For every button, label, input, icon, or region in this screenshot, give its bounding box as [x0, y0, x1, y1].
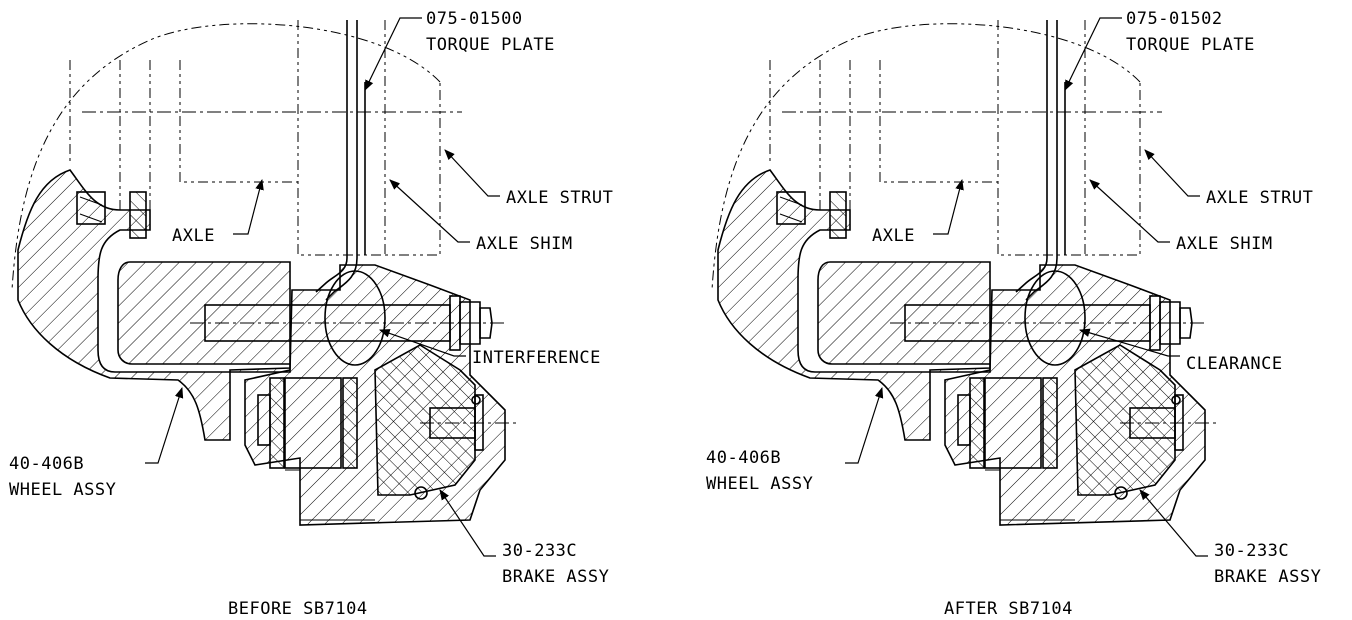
brake-part-label: 30-233C [502, 541, 577, 561]
wheel-part-label: 40-406B [706, 448, 781, 468]
axle-shim-label: AXLE SHIM [476, 234, 573, 254]
fit-note-label: CLEARANCE [1186, 354, 1283, 374]
axle-label: AXLE [172, 226, 215, 246]
after-view: 075-01502 TORQUE PLATE AXLE STRUT AXLE A… [706, 9, 1321, 619]
axle-label: AXLE [872, 226, 915, 246]
fit-note-label: INTERFERENCE [472, 348, 601, 368]
torque-plate-part-label: 075-01500 [426, 9, 523, 29]
axle-strut-label: AXLE STRUT [1206, 188, 1313, 208]
torque-plate-name-label: TORQUE PLATE [426, 35, 555, 55]
before-view: 075-01500 TORQUE PLATE AXLE STRUT AXLE A… [9, 9, 613, 619]
brake-part-label: 30-233C [1214, 541, 1289, 561]
brake-name-label: BRAKE ASSY [502, 567, 609, 587]
torque-plate-part-label: 075-01502 [1126, 9, 1223, 29]
before-caption: BEFORE SB7104 [228, 599, 368, 619]
wheel-name-label: WHEEL ASSY [706, 474, 813, 494]
after-caption: AFTER SB7104 [944, 599, 1073, 619]
wheel-part-label: 40-406B [9, 454, 84, 474]
torque-plate-name-label: TORQUE PLATE [1126, 35, 1255, 55]
axle-shim-label: AXLE SHIM [1176, 234, 1273, 254]
axle-strut-label: AXLE STRUT [506, 188, 613, 208]
brake-name-label: BRAKE ASSY [1214, 567, 1321, 587]
wheel-name-label: WHEEL ASSY [9, 480, 116, 500]
